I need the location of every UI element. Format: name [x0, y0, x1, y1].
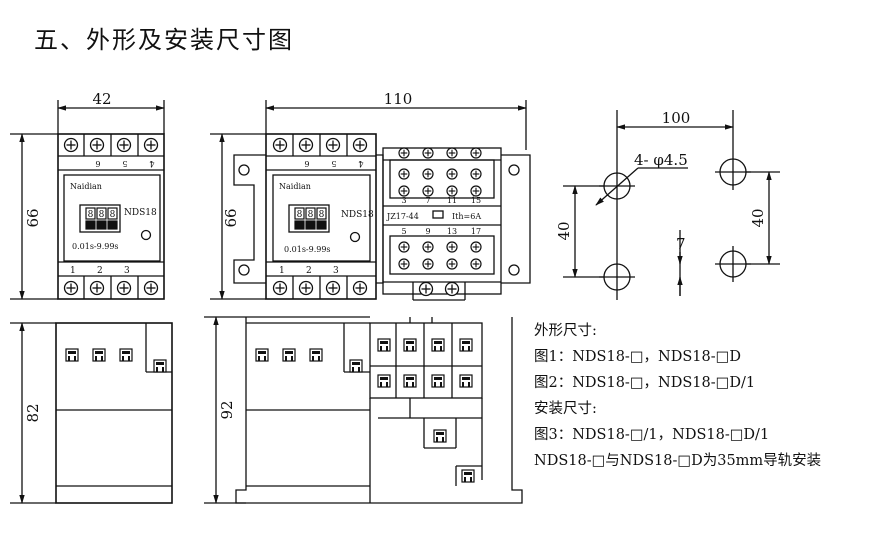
fig2-width-label: 110	[384, 90, 413, 108]
display-digit: 8	[88, 210, 94, 220]
notes-block: 外形尺寸: 图1：NDS18-□，NDS18-□D 图2：NDS18-□，NDS…	[534, 318, 821, 474]
fig2-side-view	[204, 316, 523, 504]
note-mounting-title: 安装尺寸:	[534, 401, 597, 417]
fig1-front-view	[10, 100, 165, 300]
fig2-height-label: 66	[222, 208, 240, 227]
fig1-depth-label: 82	[24, 403, 42, 422]
relay-num-5: 5	[401, 227, 406, 236]
fig1-height-label: 66	[24, 208, 42, 227]
fig1-term-2: 2	[97, 266, 103, 276]
fig3-offset: 7	[676, 235, 686, 253]
relay-num-13: 13	[447, 227, 457, 236]
relay-num-3: 3	[401, 196, 406, 205]
note-fig3: 图3：NDS18-□/1，NDS18-□D/1	[534, 427, 770, 443]
fig1-term-3: 3	[124, 266, 130, 276]
display-digit: 8	[99, 210, 105, 220]
fig1-range: 0.01s-9.99s	[72, 242, 119, 251]
fig2-term-6: 6	[304, 159, 309, 168]
display-digit: 8	[308, 210, 314, 220]
fig2-term-5: 5	[331, 159, 336, 168]
note-outline-title: 外形尺寸:	[534, 323, 597, 339]
fig2-brand: Naidian	[279, 182, 311, 191]
fig1-term-4: 4	[149, 159, 154, 168]
page-title: 五、外形及安装尺寸图	[34, 26, 294, 54]
relay-num-15: 15	[471, 196, 481, 205]
display-digit: 8	[297, 210, 303, 220]
fig3-spacing-x: 100	[662, 109, 691, 127]
fig3-spacing-y-right: 40	[749, 208, 767, 227]
display-digit: 8	[110, 210, 116, 220]
fig2-range: 0.01s-9.99s	[284, 245, 331, 254]
fig3-mounting-holes	[563, 110, 780, 300]
fig2-term-1: 1	[279, 266, 285, 276]
fig2-depth-label: 92	[218, 400, 236, 419]
fig2-term-4: 4	[358, 159, 363, 168]
fig1-side-terminals	[65, 348, 167, 373]
relay-num-17: 17	[471, 227, 481, 236]
relay-num-9: 9	[425, 227, 430, 236]
relay-model: JZ17-44	[386, 212, 419, 221]
note-fig1: 图1：NDS18-□，NDS18-□D	[534, 349, 741, 365]
relay-num-7: 7	[425, 196, 430, 205]
note-fig2: 图2：NDS18-□，NDS18-□D/1	[534, 375, 756, 391]
fig3-hole-spec: 4- φ4.5	[634, 151, 688, 169]
fig2-term-3: 3	[333, 266, 339, 276]
fig1-brand: Naidian	[70, 182, 102, 191]
relay-num-11: 11	[447, 196, 457, 205]
fig1-width-label: 42	[92, 90, 111, 108]
fig2-front-view	[210, 100, 531, 301]
note-rail-mounting: NDS18-□与NDS18-□D为35mm导轨安装	[534, 453, 822, 469]
fig1-term-5: 5	[122, 159, 127, 168]
fig2-model: NDS18	[341, 210, 374, 220]
fig2-term-2: 2	[306, 266, 312, 276]
fig1-term-6: 6	[95, 159, 100, 168]
fig1-term-1: 1	[70, 266, 76, 276]
relay-rating: Ith=6A	[452, 212, 481, 221]
fig3-spacing-y-left: 40	[555, 221, 573, 240]
fig1-model: NDS18	[124, 208, 157, 218]
display-digit: 8	[319, 210, 325, 220]
